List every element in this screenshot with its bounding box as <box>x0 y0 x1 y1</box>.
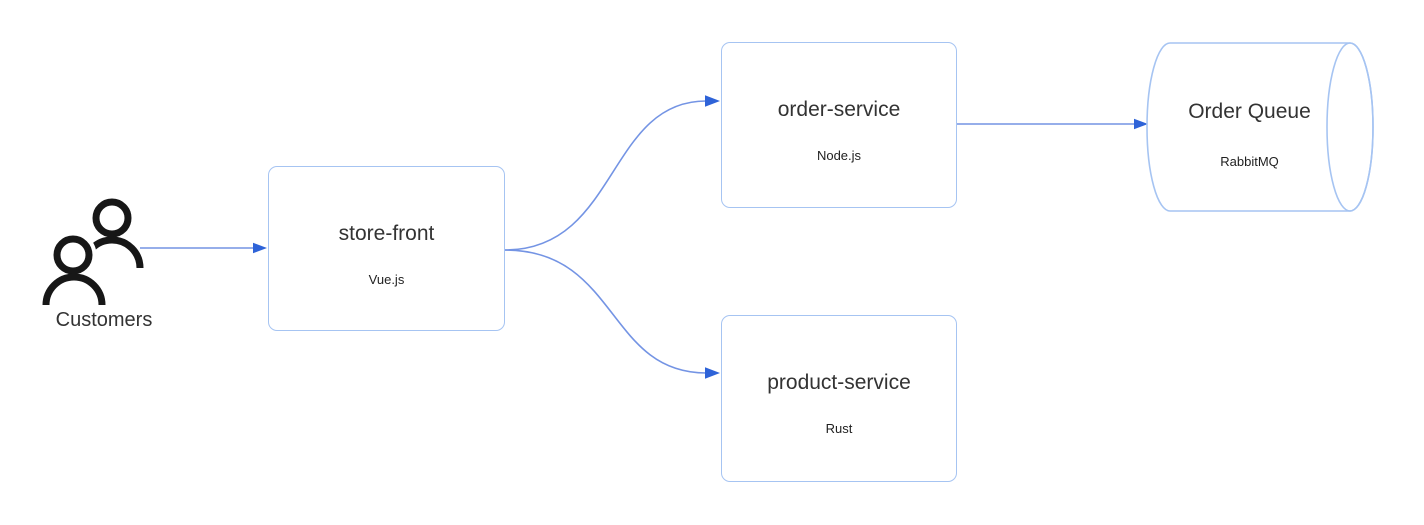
order-queue-subtitle: RabbitMQ <box>1220 154 1279 169</box>
edge-customers-to-storefront <box>140 242 267 254</box>
product-service-subtitle: Rust <box>825 421 853 436</box>
node-product-service: product-service Rust <box>721 315 957 482</box>
order-queue-title: Order Queue <box>1188 100 1311 123</box>
store-front-title: store-front <box>338 222 435 245</box>
customers-label: Customers <box>55 309 153 331</box>
store-front-subtitle: Vue.js <box>368 272 405 287</box>
edge-storefront-to-order-service <box>504 95 720 251</box>
edge-order-service-to-order-queue <box>957 118 1148 130</box>
edge-storefront-to-product-service <box>504 249 720 379</box>
order-service-title: order-service <box>777 98 901 121</box>
product-service-title: product-service <box>767 371 911 394</box>
node-order-service: order-service Node.js <box>721 42 957 208</box>
order-service-subtitle: Node.js <box>816 148 862 163</box>
order-queue-cylinder <box>1146 42 1374 212</box>
node-store-front: store-front Vue.js <box>268 166 505 331</box>
people-icon <box>38 198 144 306</box>
node-order-queue: Order Queue RabbitMQ <box>1157 42 1342 212</box>
